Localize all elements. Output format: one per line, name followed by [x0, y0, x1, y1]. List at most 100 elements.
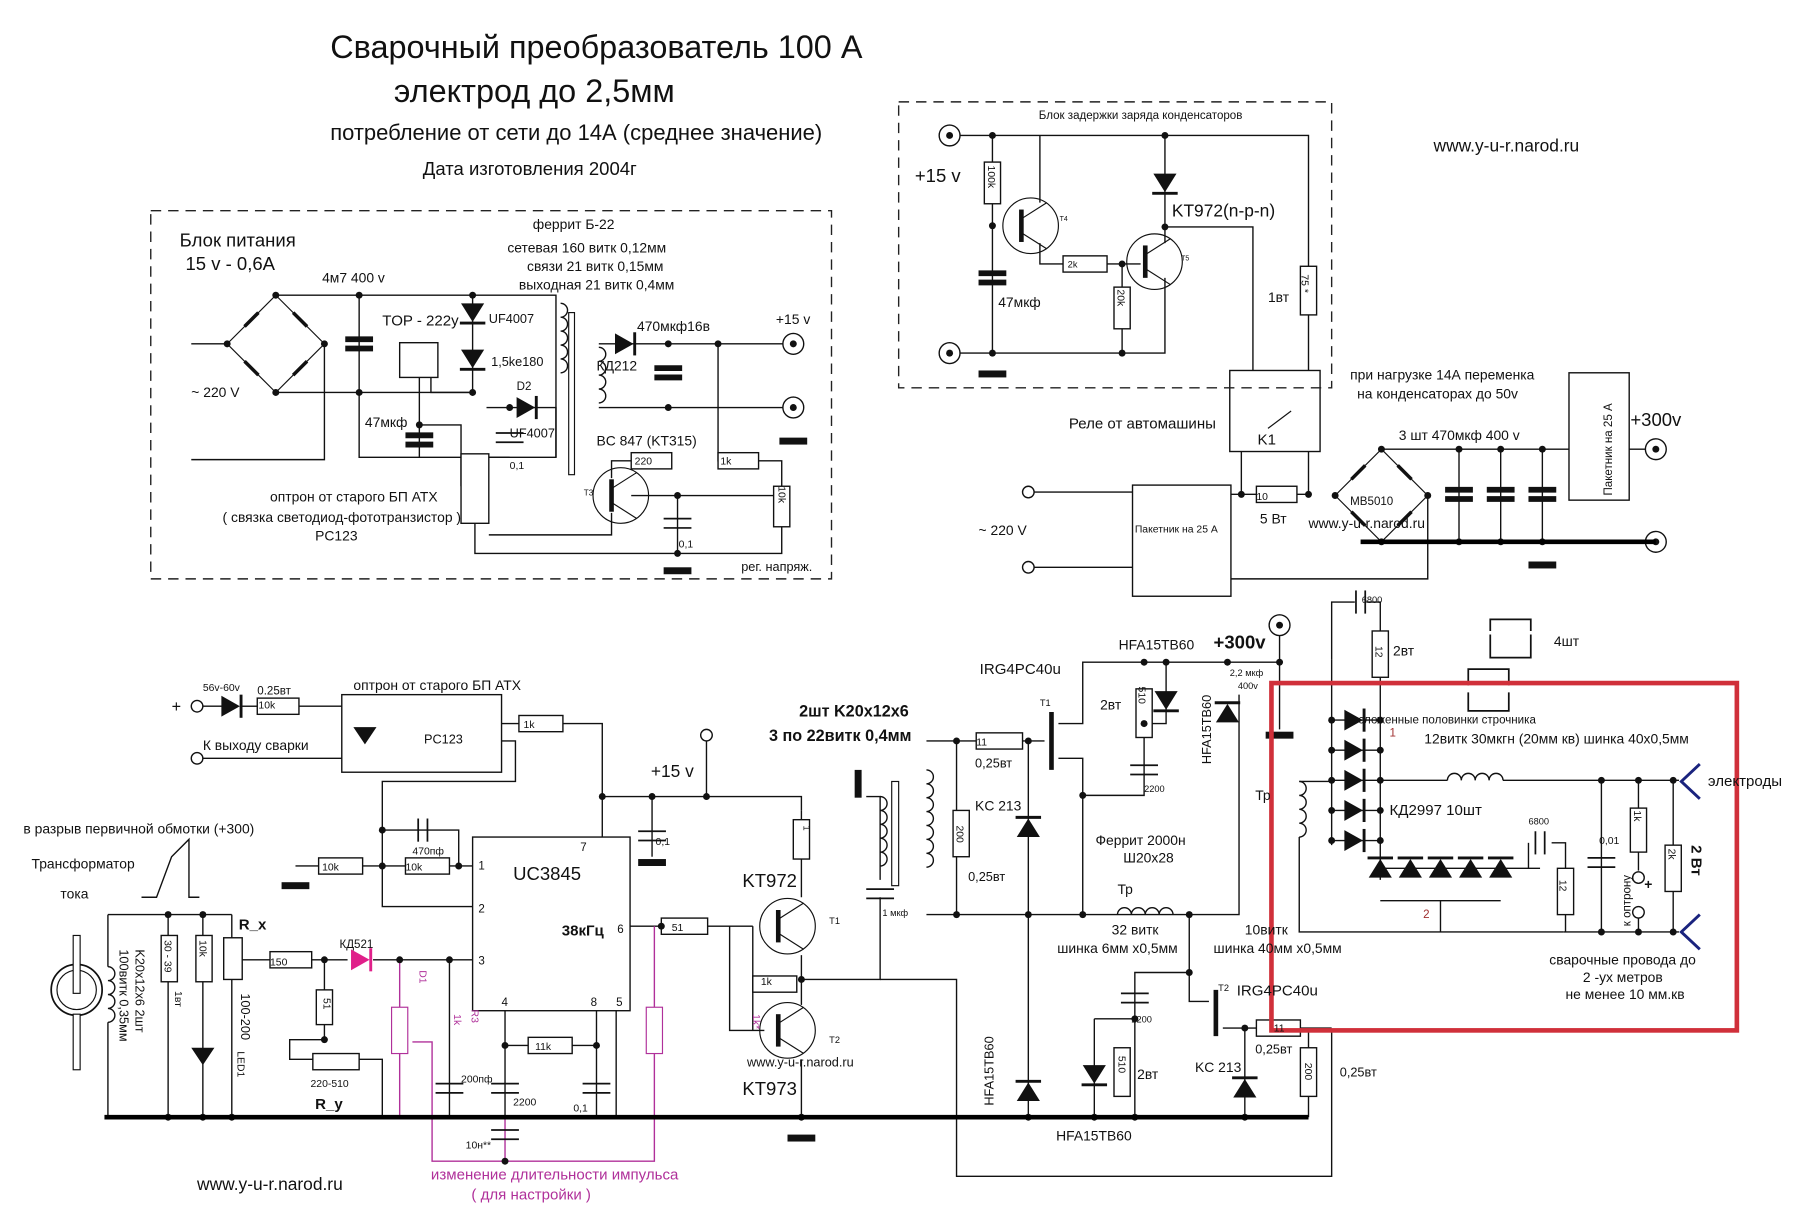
- label: KC 213: [1195, 1059, 1242, 1075]
- label: сложенные половинки строчника: [1358, 715, 1536, 727]
- label: IRG4PC40u: [980, 661, 1061, 678]
- junction-dot: [272, 389, 280, 396]
- label: +300v: [1630, 409, 1682, 430]
- wire: [275, 294, 557, 459]
- junction-dot: [1161, 223, 1169, 231]
- label: Пакетник на 25 А: [1603, 403, 1615, 495]
- label: 10k: [258, 701, 276, 712]
- resistor: [1113, 1047, 1131, 1098]
- wire: [381, 740, 517, 908]
- diode-icon: [1344, 769, 1363, 791]
- resistor: [1135, 688, 1153, 739]
- junction-dot: [1437, 864, 1444, 872]
- junction-dot: [988, 222, 996, 230]
- junction-dot: [320, 1036, 328, 1044]
- resistor: [983, 161, 1002, 205]
- resistor: [518, 714, 564, 733]
- wire: [1058, 661, 1280, 725]
- label: ( для настройки ): [471, 1186, 591, 1203]
- junction-dot: [988, 349, 996, 357]
- ground-icon: [1265, 731, 1294, 739]
- terminal-icon: [190, 751, 204, 765]
- uc3845-ic: [471, 836, 631, 1012]
- junction-dot: [378, 862, 386, 870]
- junction-dot: [1376, 806, 1384, 814]
- inductor-icon: [560, 302, 569, 374]
- terminal-icon: [1631, 871, 1645, 885]
- junction-dot: [1376, 776, 1384, 784]
- junction-dot: [1376, 837, 1384, 844]
- junction-dot: [1497, 864, 1505, 872]
- wire: [488, 512, 613, 536]
- junction-dot: [378, 826, 386, 834]
- junction-dot: [1241, 1024, 1249, 1032]
- label: феррит Б-22: [533, 216, 615, 232]
- mains-labels: Реле от автомашины K1 при нагрузке 14А п…: [979, 367, 1683, 538]
- label: 5 Вт: [1260, 510, 1287, 526]
- label: 0,25вт: [975, 756, 1012, 771]
- led-icon: [353, 727, 377, 745]
- label: 1 мкф: [882, 908, 908, 918]
- label: +15 v: [776, 311, 810, 327]
- label: 11: [1274, 1024, 1285, 1035]
- label: 12витк 30мкгн (20мм кв) шинка 40x0,5мм: [1424, 730, 1689, 746]
- label: 510: [1116, 1056, 1127, 1074]
- junction-dot: [1162, 658, 1170, 666]
- resistor: [1371, 630, 1390, 678]
- junction-dot: [501, 1041, 509, 1049]
- label: R_y: [315, 1096, 343, 1113]
- junction-dot: [1597, 776, 1605, 784]
- label: HFA15TB60: [1199, 695, 1214, 764]
- label: связи 21 витк 0,15мм: [527, 258, 663, 274]
- title-line2: электрод до 2,5мм: [394, 73, 675, 109]
- label: 12: [1373, 646, 1384, 658]
- label: 1k*: [750, 1014, 761, 1029]
- current-transformer-icon: [72, 1013, 81, 1071]
- relay-k1: [1229, 369, 1321, 453]
- junction-dot: [1331, 492, 1339, 499]
- junction-dot: [355, 291, 363, 299]
- diode-icon: [1082, 1065, 1106, 1084]
- title-line1: Сварочный преобразователь 100 А: [330, 29, 863, 65]
- diode-icon: [1016, 818, 1040, 838]
- transistor-icon: [1144, 238, 1172, 256]
- wire: [706, 795, 803, 811]
- label: 2,2 мкф: [1230, 668, 1264, 678]
- wire: [430, 377, 473, 394]
- terminal-icon: [1631, 905, 1645, 919]
- label: не менее 10 мм.кв: [1566, 986, 1685, 1002]
- label: KC 213: [975, 797, 1022, 813]
- junction-dot: [714, 340, 722, 348]
- diode-icon: [1215, 703, 1240, 723]
- junction-dot: [988, 131, 996, 139]
- label: Пакетник на 25 А: [1135, 525, 1218, 536]
- junction-dot: [445, 956, 453, 964]
- inductor-icon: [880, 795, 888, 867]
- junction-dot: [1634, 928, 1642, 936]
- junction-dot: [272, 291, 280, 299]
- label: 1вт: [1268, 289, 1290, 305]
- label: TOP - 222y: [382, 312, 459, 329]
- junction-dot: [1376, 716, 1384, 724]
- label: LED1: [235, 1051, 246, 1077]
- diode-icon: [1344, 830, 1363, 851]
- wire: [1366, 601, 1381, 631]
- label: 12: [1557, 880, 1568, 892]
- label: 47мкф: [998, 294, 1040, 310]
- resistor: [1299, 1047, 1318, 1098]
- junction-dot: [1328, 806, 1336, 814]
- label: 2200: [513, 1098, 536, 1109]
- label: 0,1: [656, 837, 671, 848]
- label: 8: [591, 997, 597, 1009]
- resistor: [792, 818, 811, 860]
- junction-dot: [1328, 716, 1336, 724]
- diode-icon: [1344, 800, 1363, 821]
- wire: [1230, 495, 1429, 580]
- diode-bridge-icon: [243, 359, 260, 377]
- ferrite-core-icon: [1489, 618, 1532, 659]
- junction-dot: [664, 340, 672, 348]
- junction-dot: [1328, 776, 1336, 784]
- wire: [382, 829, 460, 866]
- wire: [191, 343, 326, 461]
- label: +: [1644, 876, 1652, 892]
